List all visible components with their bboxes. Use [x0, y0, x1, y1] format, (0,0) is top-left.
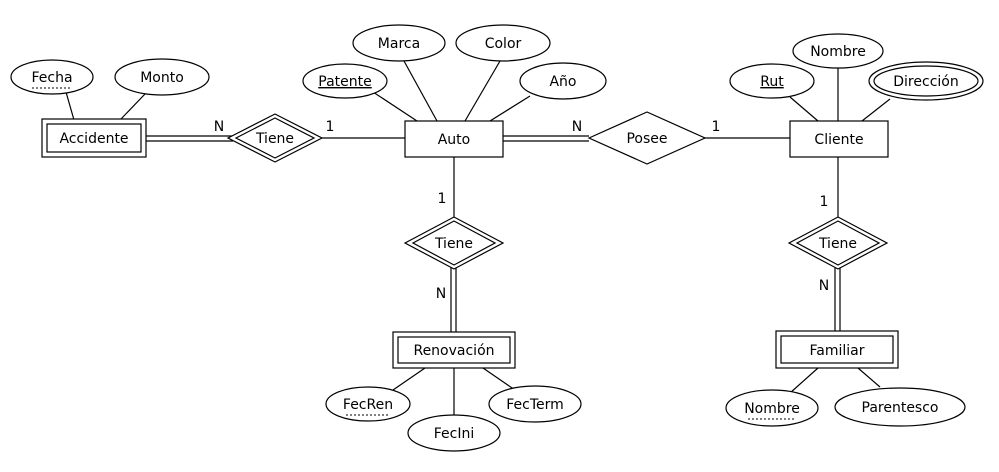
relationship-posee[interactable]: Posee — [587, 111, 707, 165]
connector-direccion-cliente — [861, 98, 891, 122]
cardinality-posee-cliente: 1 — [712, 119, 721, 135]
attribute-fecren-label: FecRen — [343, 397, 393, 413]
connector-fecha-accidente — [65, 91, 75, 121]
attribute-direccion-label: Dirección — [893, 74, 958, 90]
attribute-anio[interactable]: Año — [519, 62, 607, 100]
connector-renovacion-fecterm — [482, 367, 516, 391]
attribute-fecterm[interactable]: FecTerm — [488, 385, 582, 423]
attribute-marca-label: Marca — [378, 36, 420, 52]
attribute-anio-label: Año — [549, 74, 576, 90]
connector-renovacion-fecren — [392, 367, 426, 391]
cardinality-cliente-tiene: 1 — [820, 194, 829, 210]
attribute-nombre-familiar[interactable]: Nombre — [725, 389, 819, 427]
relationship-tiene-familiar[interactable]: Tiene — [787, 216, 889, 270]
connector-patente-auto — [369, 89, 418, 122]
attribute-color[interactable]: Color — [455, 24, 551, 62]
cardinality-tiene-renovacion: N — [436, 286, 446, 302]
relationship-tiene-accidente[interactable]: Tiene — [226, 113, 324, 163]
attribute-direccion[interactable]: Dirección — [868, 61, 984, 101]
attribute-parentesco-label: Parentesco — [862, 400, 939, 416]
connector-marca-auto — [403, 60, 438, 122]
attribute-nombre-cliente-label: Nombre — [810, 44, 866, 60]
attribute-patente-label: Patente — [318, 74, 371, 90]
attribute-parentesco[interactable]: Parentesco — [834, 387, 966, 427]
connector-familiar-parentesco — [857, 367, 881, 388]
attribute-marca[interactable]: Marca — [352, 24, 446, 62]
attribute-color-label: Color — [485, 36, 522, 52]
relationship-tiene-renovacion[interactable]: Tiene — [403, 216, 505, 270]
relationship-tiene-accidente-label: Tiene — [255, 131, 294, 147]
entity-accidente-label: Accidente — [59, 131, 128, 147]
connector-monto-accidente — [119, 93, 146, 121]
cardinality-auto-posee: N — [572, 119, 582, 135]
attribute-fecini-label: FecIni — [434, 426, 475, 442]
entity-familiar-label: Familiar — [810, 343, 865, 359]
connector-color-auto — [464, 60, 501, 122]
cardinality-tiene-auto: 1 — [326, 119, 335, 135]
entity-auto-label: Auto — [438, 132, 471, 148]
cardinality-tiene-familiar: N — [819, 278, 829, 294]
entity-auto[interactable]: Auto — [404, 120, 504, 158]
cardinality-accidente-tiene: N — [214, 119, 224, 135]
connector-rut-cliente — [789, 96, 819, 122]
entity-familiar[interactable]: Familiar — [775, 330, 899, 369]
entity-renovacion[interactable]: Renovación — [392, 331, 516, 369]
attribute-monto[interactable]: Monto — [114, 58, 210, 96]
relationship-tiene-renovacion-label: Tiene — [434, 236, 473, 252]
attribute-fecini[interactable]: FecIni — [407, 414, 501, 452]
attribute-fecren[interactable]: FecRen — [325, 386, 411, 422]
relationship-posee-label: Posee — [626, 131, 667, 147]
attribute-fecterm-label: FecTerm — [506, 397, 564, 413]
entity-cliente[interactable]: Cliente — [789, 120, 889, 158]
entity-cliente-label: Cliente — [814, 132, 863, 148]
cardinality-auto-tiene: 1 — [438, 191, 447, 207]
attribute-nombre-familiar-label: Nombre — [744, 401, 800, 417]
relationship-tiene-familiar-label: Tiene — [818, 236, 857, 252]
entity-accidente[interactable]: Accidente — [41, 118, 147, 158]
connector-anio-auto — [489, 95, 531, 122]
attribute-rut-label: Rut — [760, 74, 784, 90]
connectors — [65, 60, 891, 415]
attribute-nombre-cliente[interactable]: Nombre — [792, 33, 884, 69]
attribute-patente[interactable]: Patente — [302, 63, 388, 99]
entity-renovacion-label: Renovación — [413, 343, 494, 359]
attribute-fecha-label: Fecha — [31, 70, 72, 86]
attribute-fecha[interactable]: Fecha — [10, 59, 94, 95]
attribute-rut[interactable]: Rut — [729, 63, 815, 99]
attribute-monto-label: Monto — [140, 70, 184, 86]
connector-familiar-nombre — [789, 367, 819, 394]
